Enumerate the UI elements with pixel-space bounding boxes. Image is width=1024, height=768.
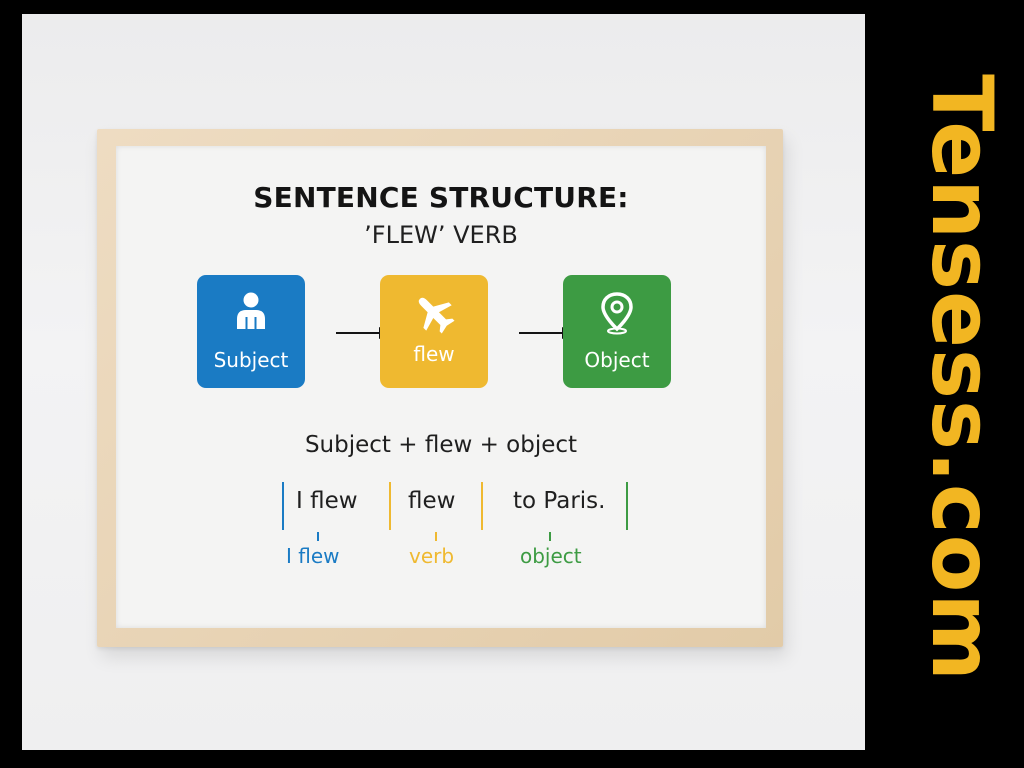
connector-tick [435, 532, 437, 541]
subject-box: Subject [197, 275, 305, 388]
brand-text: Tensess.com [913, 74, 1011, 682]
poster-photo: SENTENCE STRUCTURE: ’FLEW’ VERB Subject [22, 14, 865, 750]
brand-watermark: Tensess.com [900, 0, 1024, 768]
structure-formula: Subject + flew + object [304, 432, 578, 458]
example-segment: to Paris. [513, 488, 606, 514]
object-box-label: Object [584, 348, 650, 372]
example-tag: verb [409, 544, 455, 568]
subject-box-label: Subject [213, 348, 289, 372]
verb-box-label: flew [413, 342, 455, 366]
divider-bar [481, 482, 483, 530]
example-segment: I flew [296, 488, 358, 514]
example-segment: flew [408, 488, 456, 514]
connector-tick [549, 532, 551, 541]
connector-tick [317, 532, 319, 541]
divider-bar [389, 482, 391, 530]
poster-canvas: SENTENCE STRUCTURE: ’FLEW’ VERB Subject [116, 146, 766, 628]
airplane-icon [380, 291, 488, 339]
verb-box: flew [380, 275, 488, 388]
example-tag: I flew [286, 544, 340, 568]
poster-subtitle: ’FLEW’ VERB [364, 221, 518, 249]
example-tag: object [520, 544, 582, 568]
object-box: Object [563, 275, 671, 388]
poster-title: SENTENCE STRUCTURE: [253, 181, 629, 214]
divider-bar [626, 482, 628, 530]
divider-bar [282, 482, 284, 530]
map-pin-icon [563, 291, 671, 339]
person-icon [197, 291, 305, 339]
